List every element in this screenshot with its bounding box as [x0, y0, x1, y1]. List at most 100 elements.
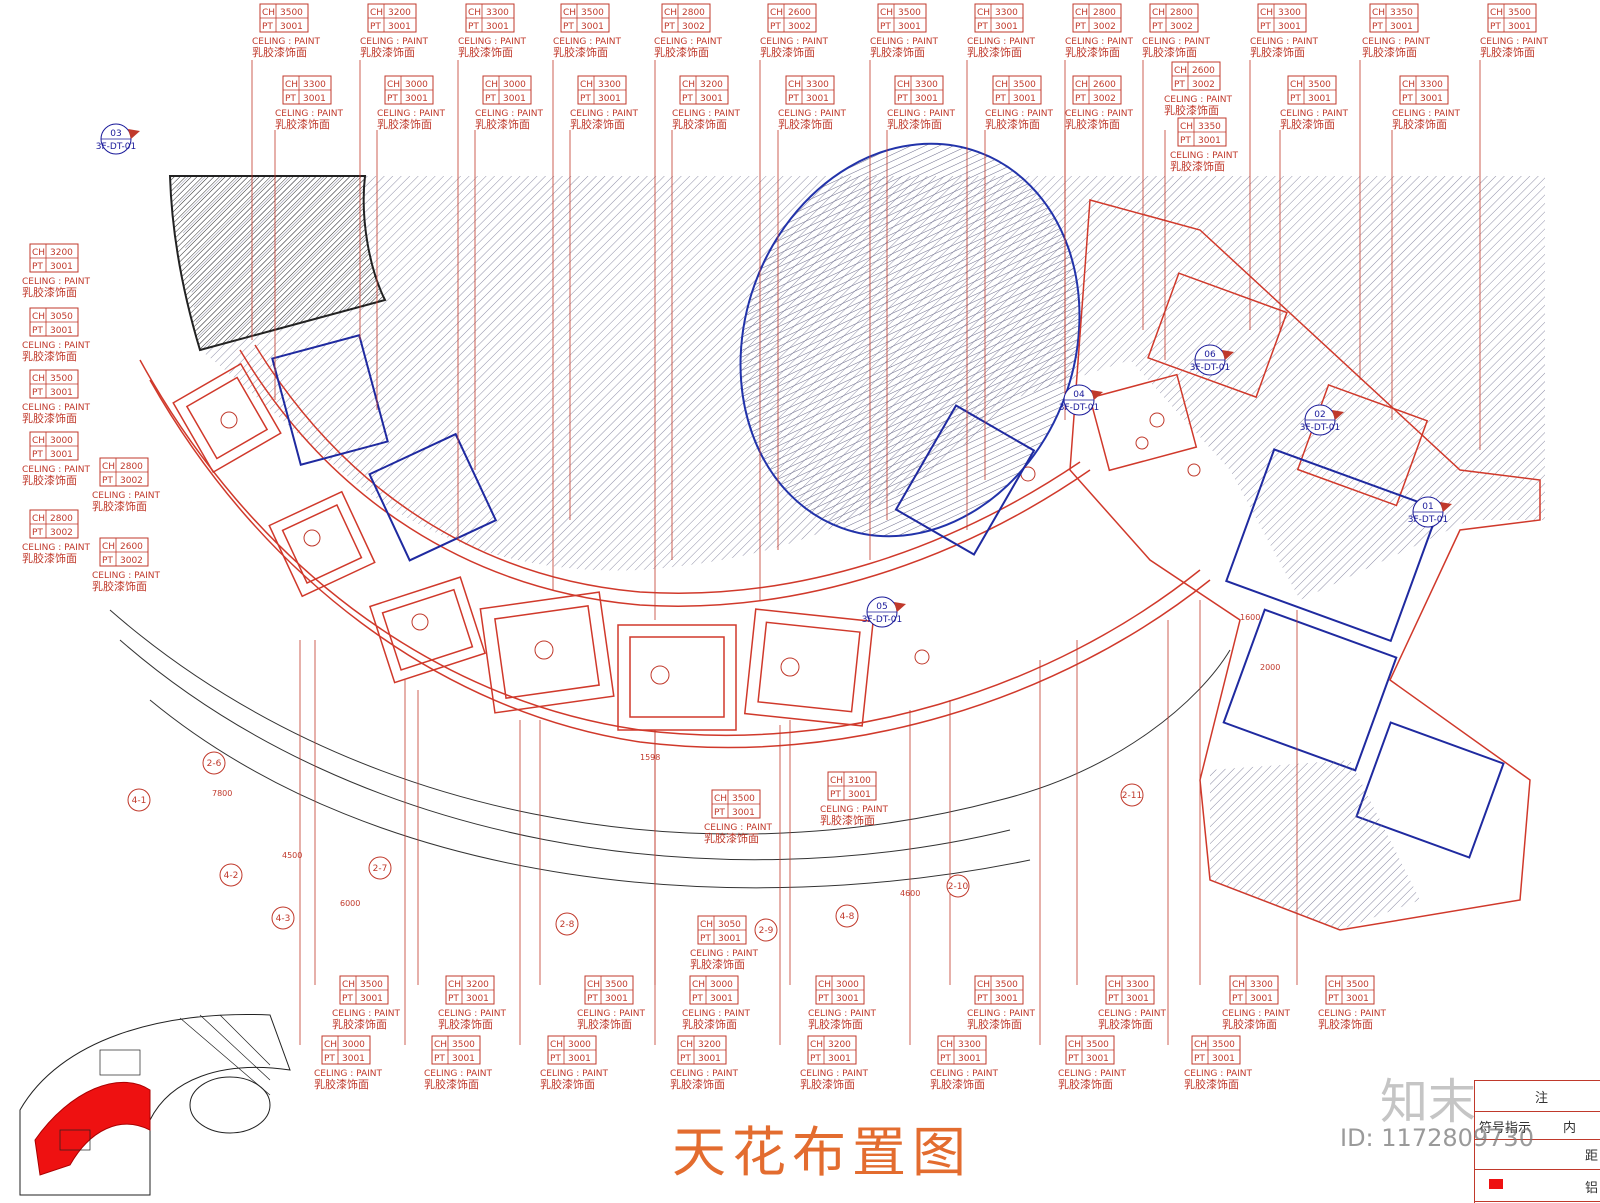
tag-pt-value: 3002	[1192, 80, 1215, 90]
grid-bubble: 4-2	[219, 863, 243, 887]
tag-material-en: CELING : PAINT	[570, 109, 638, 119]
grid-circle	[754, 918, 778, 942]
tag-pt-value: 3001	[342, 1054, 365, 1064]
tag-ch-value: 3300	[915, 80, 938, 90]
tag-material-cn: 乳胶漆饰面	[22, 349, 77, 363]
tag-ch-prefix: CH	[770, 8, 783, 18]
tag-material-cn: 乳胶漆饰面	[1280, 117, 1335, 131]
legend-row4-symbol	[1489, 1179, 1503, 1189]
tag-material-en: CELING : PAINT	[967, 37, 1035, 47]
tag-material-cn: 乳胶漆饰面	[1170, 159, 1225, 173]
grid-circle	[219, 863, 243, 887]
tag-material-cn: 乳胶漆饰面	[360, 45, 415, 59]
tag-material-cn: 乳胶漆饰面	[1164, 103, 1219, 117]
tag-pt-value: 3001	[718, 934, 741, 944]
tag-material-en: CELING : PAINT	[92, 491, 160, 501]
tag-ch-prefix: CH	[692, 980, 705, 990]
tag-pt-value: 3001	[915, 94, 938, 104]
tag-pt-prefix: PT	[770, 22, 781, 32]
tag-ch-value: 2600	[120, 542, 143, 552]
tag-ch-value: 2800	[1170, 8, 1193, 18]
legend-symbol-header: 符号指示	[1479, 1121, 1532, 1136]
tag-material-cn: 乳胶漆饰面	[967, 45, 1022, 59]
tag-ch-prefix: CH	[1075, 8, 1088, 18]
tag-material-cn: 乳胶漆饰面	[808, 1017, 863, 1031]
callout-number: 02	[1314, 410, 1325, 420]
tag-pt-prefix: PT	[1328, 994, 1339, 1004]
tag-ch-prefix: CH	[485, 80, 498, 90]
tag-ch-value: 3350	[1198, 122, 1221, 132]
tag-material-cn: 乳胶漆饰面	[1142, 45, 1197, 59]
tag-ch-prefix: CH	[940, 1040, 953, 1050]
tag-material-cn: 乳胶漆饰面	[540, 1077, 595, 1091]
tag-material-en: CELING : PAINT	[1164, 95, 1232, 105]
tag-pt-value: 3001	[598, 94, 621, 104]
grid-circle	[368, 856, 392, 880]
tag-material-en: CELING : PAINT	[275, 109, 343, 119]
tag-material-cn: 乳胶漆饰面	[22, 473, 77, 487]
tag-leaders	[251, 60, 1481, 620]
tag-material-cn: 乳胶漆饰面	[438, 1017, 493, 1031]
tag-material-en: CELING : PAINT	[22, 465, 90, 475]
tag-leaders-bottom	[299, 600, 1298, 1045]
callout-arrow	[1332, 410, 1344, 420]
tag-pt-value: 3001	[50, 326, 73, 336]
tag-material-cn: 乳胶漆饰面	[314, 1077, 369, 1091]
tag-pt-value: 3001	[503, 94, 526, 104]
tag-ch-prefix: CH	[32, 248, 45, 258]
callout-number: 06	[1204, 350, 1216, 360]
tag-pt-value: 3001	[995, 22, 1018, 32]
legend-note-row: 注	[1475, 1081, 1600, 1112]
tag-material-cn: 乳胶漆饰面	[820, 813, 875, 827]
tag-ch-value: 3350	[1390, 8, 1413, 18]
tag-pt-prefix: PT	[342, 994, 353, 1004]
tag-ch-prefix: CH	[32, 514, 45, 524]
grid-bubble: 4-1	[127, 788, 151, 812]
callout-arrow	[1440, 502, 1452, 512]
tag-pt-prefix: PT	[32, 450, 43, 460]
tag-ch-prefix: CH	[550, 1040, 563, 1050]
grid-bubble: 2-6	[202, 751, 226, 775]
tag-material-en: CELING : PAINT	[553, 37, 621, 47]
tag-material-en: CELING : PAINT	[438, 1009, 506, 1019]
tag-ch-prefix: CH	[1328, 980, 1341, 990]
grid-label-text: 4-1	[132, 796, 147, 806]
grid-bubble: 4-8	[835, 904, 859, 928]
tag-pt-prefix: PT	[682, 94, 693, 104]
tag-ch-prefix: CH	[664, 8, 677, 18]
tag-pt-value: 3001	[806, 94, 829, 104]
tag-ch-prefix: CH	[1108, 980, 1121, 990]
tag-pt-value: 3002	[120, 476, 143, 486]
tag-pt-value: 3002	[1093, 22, 1116, 32]
grid-circle	[127, 788, 151, 812]
tag-ch-value: 3000	[342, 1040, 365, 1050]
tag-pt-prefix: PT	[692, 994, 703, 1004]
callout-ref: 3F-DT-01	[1059, 403, 1099, 413]
tag-material-cn: 乳胶漆饰面	[1362, 45, 1417, 59]
tag-ch-prefix: CH	[995, 80, 1008, 90]
tag-material-cn: 乳胶漆饰面	[704, 831, 759, 845]
ceiling-rooms	[172, 272, 1429, 731]
tag-ch-value: 3500	[995, 980, 1018, 990]
tag-material-en: CELING : PAINT	[760, 37, 828, 47]
tag-ch-prefix: CH	[1180, 122, 1193, 132]
tag-ch-value: 3100	[848, 776, 871, 786]
tag-material-en: CELING : PAINT	[1392, 109, 1460, 119]
tag-material-en: CELING : PAINT	[332, 1009, 400, 1019]
tag-pt-prefix: PT	[32, 388, 43, 398]
tag-material-en: CELING : PAINT	[820, 805, 888, 815]
tag-pt-value: 3001	[486, 22, 509, 32]
tag-ch-value: 2800	[682, 8, 705, 18]
